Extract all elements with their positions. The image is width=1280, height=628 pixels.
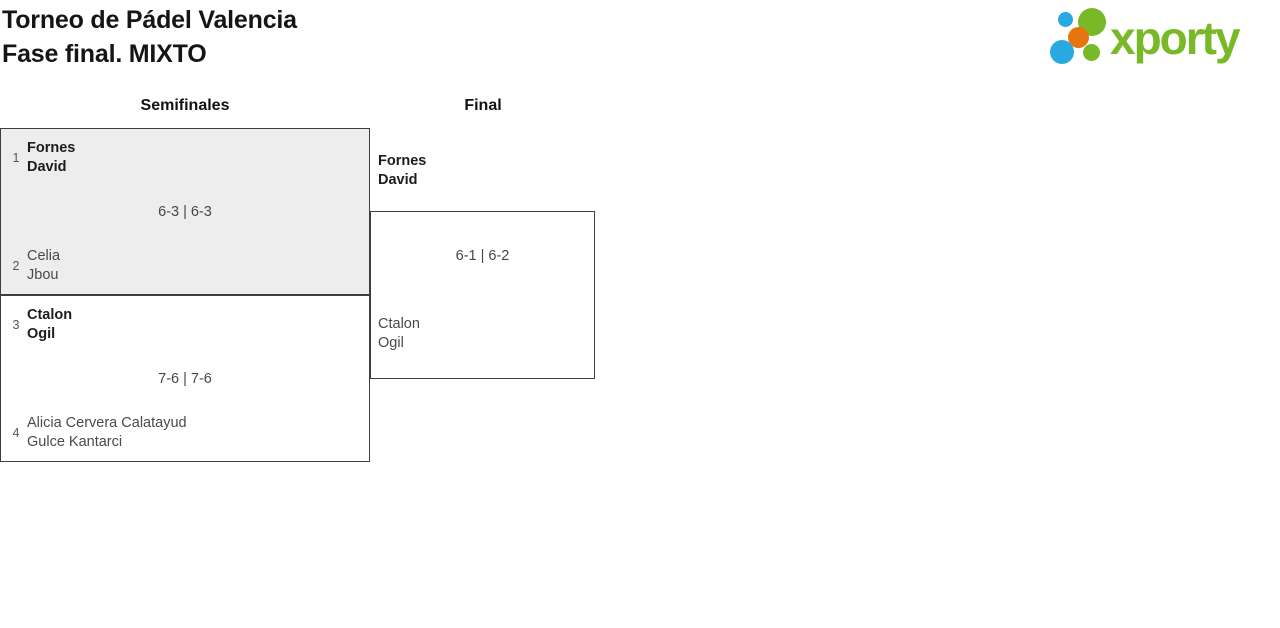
page-title: Torneo de Pádel Valencia Fase final. MIX…	[2, 3, 297, 71]
match-score: 7-6 | 7-6	[158, 370, 212, 387]
participant-name: Alicia Cervera Calatayud Gulce Kantarci	[27, 415, 187, 450]
xporty-logo[interactable]: xporty	[1046, 0, 1278, 72]
round-header-semifinals: Semifinales	[140, 97, 230, 114]
tournament-title: Torneo de Pádel Valencia	[2, 6, 297, 34]
seed-number: 4	[12, 426, 20, 440]
participant-row: 2 Celia Jbou	[9, 247, 61, 285]
participant-name: Fornes David	[27, 140, 76, 175]
logo-dot-icon	[1050, 40, 1074, 64]
match-score: 6-1 | 6-2	[455, 248, 510, 264]
round-header-final: Final	[464, 97, 502, 114]
match-semifinal-1[interactable]: 1 Fornes David 6-3 | 6-3 2 Celia Jbou	[0, 128, 370, 295]
participant-row: 4 Alicia Cervera Calatayud Gulce Kantarc…	[9, 414, 187, 452]
seed-number: 3	[12, 318, 20, 332]
seed-number: 1	[12, 151, 20, 165]
logo-dot-icon	[1058, 12, 1073, 27]
match-semifinal-2[interactable]: 3 Ctalon Ogil 7-6 | 7-6 4 Alicia Cervera…	[0, 295, 370, 462]
participant-name: Ctalon Ogil	[27, 307, 73, 342]
logo-dot-icon	[1068, 27, 1089, 48]
phase-subtitle: Fase final. MIXTO	[2, 40, 207, 68]
participant-name: Celia Jbou	[27, 248, 61, 283]
match-final[interactable]: Fornes David 6-1 | 6-2 Ctalon Ogil	[370, 153, 595, 379]
seed-number: 2	[12, 259, 20, 273]
logo-wordmark: xporty	[1110, 12, 1241, 64]
finalist-name: Ctalon Ogil	[378, 316, 420, 351]
finalist-name: Fornes David	[378, 153, 427, 188]
participant-row: 1 Fornes David	[9, 139, 76, 177]
match-score: 6-3 | 6-3	[158, 203, 212, 220]
logo-dot-icon	[1083, 44, 1100, 61]
participant-row: 3 Ctalon Ogil	[9, 306, 73, 344]
